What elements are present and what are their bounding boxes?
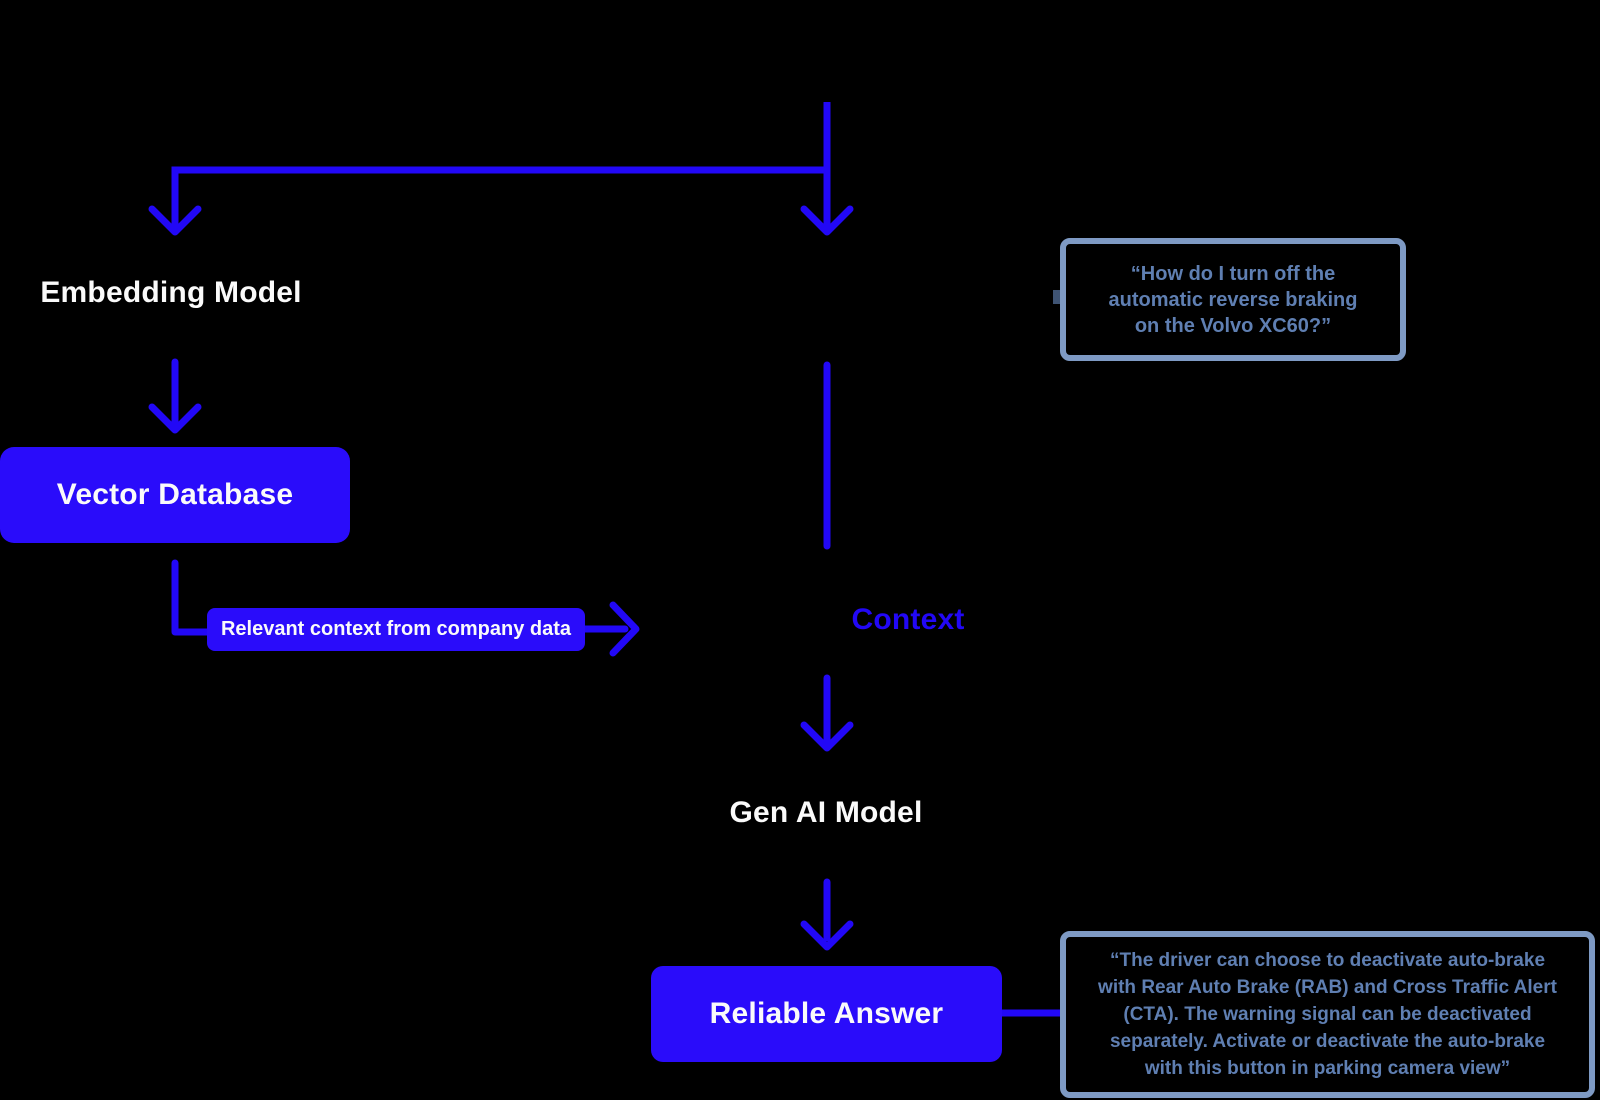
vector-database-node: Vector Database: [0, 447, 350, 543]
relevant-context-arrowhead-icon: [609, 601, 640, 657]
gen-ai-model-label: Gen AI Model: [729, 796, 923, 829]
vector-database-label: Vector Database: [56, 478, 294, 511]
embedding-arrowhead-icon: [148, 205, 202, 236]
relevant-context-label: Relevant context from company data: [220, 618, 572, 640]
user-question-text: “How do I turn off the automatic reverse…: [1108, 262, 1358, 337]
vectordb-arrowhead-icon: [148, 403, 202, 434]
prompt-arrowhead-icon: [800, 205, 854, 236]
answer-text: “The driver can choose to deactivate aut…: [1098, 950, 1557, 1079]
query-branch-line: [171, 166, 827, 227]
embedding-model-label: Embedding Model: [40, 276, 302, 309]
answer-arrowhead-icon: [800, 920, 854, 951]
vectordb-to-context-elbow-line: [171, 559, 211, 636]
reliable-answer-node: Reliable Answer: [651, 966, 1002, 1062]
reliable-answer-label: Reliable Answer: [709, 997, 944, 1030]
user-question-quote-box: “How do I turn off the automatic reverse…: [1060, 238, 1406, 361]
relevant-context-node: Relevant context from company data: [207, 608, 585, 651]
question-connector-stub: [1053, 290, 1060, 304]
context-label: Context: [851, 603, 965, 636]
genai-arrowhead-icon: [800, 721, 854, 752]
answer-quote-box: “The driver can choose to deactivate aut…: [1060, 931, 1595, 1098]
